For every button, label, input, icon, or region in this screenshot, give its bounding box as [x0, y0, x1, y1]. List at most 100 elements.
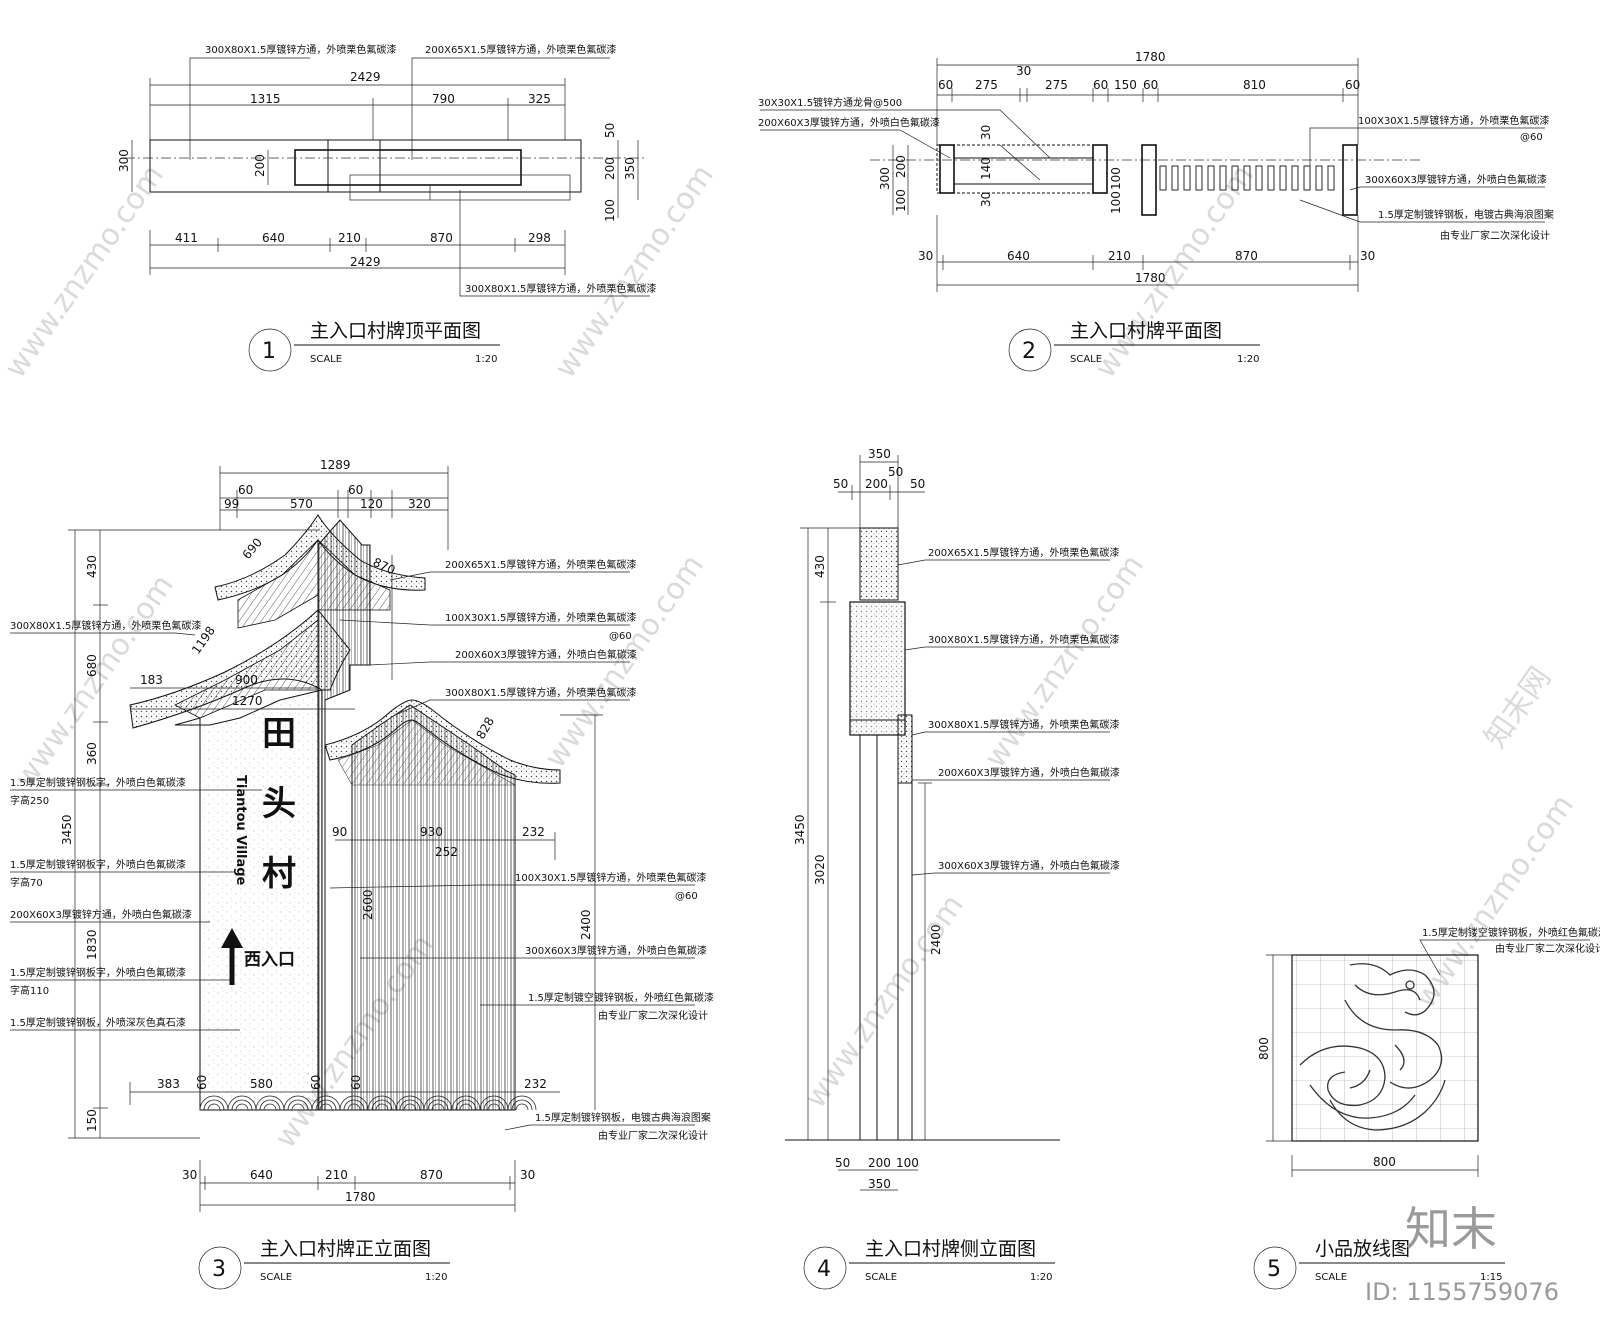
wave: [311, 1095, 341, 1111]
note: 1.5厚定制镀锌钢板，外喷深灰色真石漆: [10, 1016, 186, 1029]
dim-text: 360: [85, 742, 99, 765]
wave: [395, 1095, 425, 1111]
dim-text: 3450: [60, 814, 74, 845]
watermark: www.znzmo.com: [0, 158, 171, 384]
wave-base: [199, 1095, 537, 1111]
view-5-layout: 800 800 1.5厚定制镂空镀锌钢板，外喷红色氟碳漆 由专业厂家二次深化设计…: [1253, 926, 1600, 1290]
wave: [315, 1099, 337, 1111]
dim-text: 200: [894, 155, 908, 178]
note: 300X60X3厚镀锌方通，外喷白色氟碳漆: [1365, 173, 1547, 186]
dim-text: 100: [1109, 167, 1123, 190]
wave: [459, 1103, 473, 1111]
wave: [207, 1103, 221, 1111]
dim-text: 411: [175, 231, 198, 245]
note: 200X65X1.5厚镀锌方通，外喷栗色氟碳漆: [928, 546, 1119, 559]
note: 1.5厚定制镀锌钢板，电镀古典海浪图案: [1378, 208, 1554, 221]
dim-text: 350: [868, 1177, 891, 1191]
dim-text: 2400: [929, 924, 943, 955]
slat: [1303, 165, 1311, 191]
dim-text: 100: [1109, 191, 1123, 214]
scale-label: SCALE: [310, 354, 342, 365]
wave: [371, 1099, 393, 1111]
note: 字高250: [10, 794, 49, 807]
image-id: ID: 1155759076: [1365, 1278, 1559, 1306]
view-3-front-elevation: 1289 60 99 570 60 120 320: [10, 458, 714, 1290]
dim-text: 300: [117, 149, 131, 172]
note: 300X80X1.5厚镀锌方通，外喷栗色氟碳漆: [928, 718, 1119, 731]
dim-text: 1780: [1135, 271, 1166, 285]
slat: [1255, 165, 1263, 191]
dim-text: 810: [1243, 78, 1266, 92]
dim-text: 1780: [345, 1190, 376, 1204]
wave: [343, 1099, 365, 1111]
sign-char: 村: [262, 854, 296, 894]
dim-text: 140: [979, 157, 993, 180]
dim-text: 50: [833, 477, 848, 491]
note: @60: [609, 631, 632, 642]
note: 1.5厚定制镀锌钢板字，外喷白色氟碳漆: [10, 966, 186, 979]
note: 200X60X3厚镀锌方通，外喷白色氟碳漆: [10, 908, 192, 921]
view-title: 主入口村牌顶平面图: [310, 320, 481, 342]
dim-text: 790: [432, 92, 455, 106]
slat: [1231, 165, 1239, 191]
slat: [1159, 165, 1167, 191]
dim-text: 30: [520, 1168, 535, 1182]
dim-text: 3450: [793, 814, 807, 845]
note: 300X80X1.5厚镀锌方通，外喷栗色氟碳漆: [928, 633, 1119, 646]
slat: [1291, 165, 1299, 191]
wave: [515, 1103, 529, 1111]
note: 字高70: [10, 876, 43, 889]
dim-text: 30: [918, 249, 933, 263]
wave: [347, 1103, 361, 1111]
note: 由专业厂家二次深化设计: [598, 1009, 708, 1022]
dim-text: 350: [623, 157, 637, 180]
arrow-up-icon: [221, 928, 243, 985]
dim-text: 870: [1235, 249, 1258, 263]
sign-char: 田: [262, 714, 296, 754]
dim-text: 2429: [350, 70, 381, 84]
wave: [231, 1099, 253, 1111]
wave: [255, 1095, 285, 1111]
dim-text: 640: [262, 231, 285, 245]
watermark: 知末网: [1478, 661, 1558, 755]
dim-text: 183: [140, 673, 163, 687]
slat: [1243, 165, 1251, 191]
note: 1.5厚定制镀锌钢板字，外喷白色氟碳漆: [10, 776, 186, 789]
dim-text: 120: [360, 497, 383, 511]
slat: [1183, 165, 1191, 191]
dim-text: 200: [253, 154, 267, 177]
dim-text: 275: [1045, 78, 1068, 92]
watermark: www.znzmo.com: [538, 548, 711, 774]
note: @60: [675, 891, 698, 902]
dim-text: 232: [522, 825, 545, 839]
dim-text: 50: [888, 465, 903, 479]
dim-text: 60: [348, 483, 363, 497]
dim-text: 640: [1007, 249, 1030, 263]
dim-text: 30: [1016, 64, 1031, 78]
dim-text: 50: [910, 477, 925, 491]
dim-text: 150: [1114, 78, 1137, 92]
dim-text: 350: [868, 447, 891, 461]
note: 1.5厚定制镀锌钢板字，外喷白色氟碳漆: [10, 858, 186, 871]
note: @60: [1520, 132, 1543, 143]
wave: [227, 1095, 257, 1111]
slat: [1219, 165, 1227, 191]
wave: [339, 1095, 369, 1111]
scale-value: 1:20: [425, 1272, 447, 1283]
slat: [1195, 165, 1203, 191]
note: 300X80X1.5厚镀锌方通，外喷栗色氟碳漆: [465, 282, 656, 295]
dim-text: 60: [1093, 78, 1108, 92]
dragon-pattern: [1299, 963, 1446, 1131]
dim-text: 2600: [361, 889, 375, 920]
note: 100X30X1.5厚镀锌方通，外喷栗色氟碳漆: [445, 611, 636, 624]
dim-text: 100: [894, 189, 908, 212]
dim-text: 1780: [1135, 50, 1166, 64]
dim-text: 50: [835, 1156, 850, 1170]
dim-text: 30: [1360, 249, 1375, 263]
view-number: 1: [262, 339, 276, 364]
note: 100X30X1.5厚镀锌方通，外喷栗色氟碳漆: [1358, 114, 1549, 127]
slat: [1315, 165, 1323, 191]
wave: [291, 1103, 305, 1111]
dim-text: 300: [878, 167, 892, 190]
note: 由专业厂家二次深化设计: [1440, 229, 1550, 242]
